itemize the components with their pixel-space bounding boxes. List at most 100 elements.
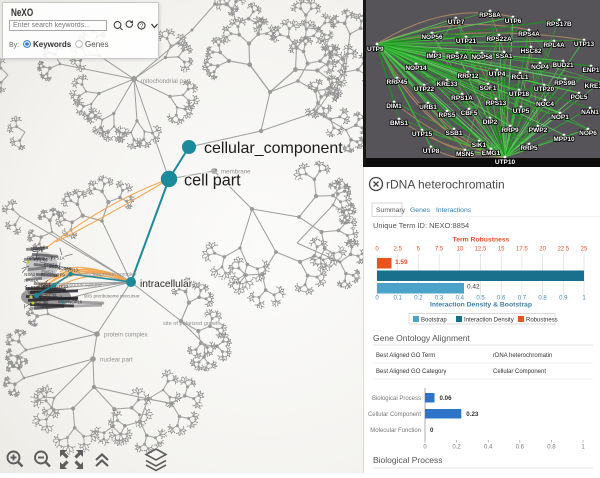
svg-text:Cellular Component: Cellular Component <box>368 412 421 418</box>
svg-text:2.5: 2.5 <box>394 247 403 253</box>
svg-text:NOP4: NOP4 <box>531 64 549 71</box>
svg-text:UTP13: UTP13 <box>574 41 595 48</box>
svg-text:EMG1: EMG1 <box>41 269 54 274</box>
svg-text:0.8: 0.8 <box>547 445 556 451</box>
svg-text:UTP20: UTP20 <box>534 86 555 93</box>
svg-text:UTP21: UTP21 <box>456 38 477 45</box>
svg-text:0.42: 0.42 <box>467 284 480 291</box>
svg-text:12.5: 12.5 <box>475 247 487 253</box>
svg-text:UTP8: UTP8 <box>423 148 440 155</box>
svg-text:IMP3: IMP3 <box>43 257 53 262</box>
svg-text:Bootstrap: Bootstrap <box>421 318 447 324</box>
svg-text:RCL1: RCL1 <box>512 74 529 81</box>
svg-text:Best Aligned GO Category: Best Aligned GO Category <box>376 369 446 375</box>
svg-text:DIP2: DIP2 <box>483 119 498 126</box>
svg-text:SSA1: SSA1 <box>496 53 513 60</box>
svg-text:0: 0 <box>375 247 379 253</box>
svg-text:POL5: POL5 <box>571 94 588 101</box>
svg-text:Summary: Summary <box>376 207 406 214</box>
svg-text:rDNA heterochromatin: rDNA heterochromatin <box>386 178 505 192</box>
svg-text:RPS1A: RPS1A <box>24 278 38 283</box>
svg-text:URB1: URB1 <box>419 104 437 111</box>
svg-text:UTP6: UTP6 <box>505 18 522 25</box>
svg-text:NOP14: NOP14 <box>405 65 427 72</box>
svg-text:KRE33: KRE33 <box>437 81 458 88</box>
svg-text:5: 5 <box>417 247 421 253</box>
svg-text:RPS9B: RPS9B <box>554 80 576 87</box>
svg-text:RPS13: RPS13 <box>486 100 507 107</box>
svg-text:0: 0 <box>423 445 427 451</box>
svg-text:PWP2: PWP2 <box>529 127 548 134</box>
svg-text:NAN1: NAN1 <box>581 109 599 116</box>
svg-text:UTP4: UTP4 <box>489 71 506 78</box>
svg-text:ENP1: ENP1 <box>583 67 600 74</box>
svg-text:RPS22A: RPS22A <box>486 36 512 43</box>
svg-text:0.1: 0.1 <box>394 296 403 302</box>
svg-text:0: 0 <box>375 296 379 302</box>
svg-text:UTP22: UTP22 <box>414 86 435 93</box>
svg-text:UTP9: UTP9 <box>367 46 384 53</box>
svg-text:rDNA heterochromatin: rDNA heterochromatin <box>493 353 552 359</box>
svg-text:SIK1: SIK1 <box>472 142 487 149</box>
svg-text:MSN5: MSN5 <box>456 151 474 158</box>
svg-text:Term Robustness: Term Robustness <box>453 237 510 244</box>
svg-text:17.5: 17.5 <box>516 247 528 253</box>
svg-text:UTP15: UTP15 <box>412 131 433 138</box>
svg-text:0.23: 0.23 <box>466 411 479 418</box>
svg-text:RPS7A: RPS7A <box>446 54 468 61</box>
svg-text:RRP12: RRP12 <box>458 73 479 80</box>
svg-text:0: 0 <box>430 427 434 434</box>
svg-text:1: 1 <box>582 296 586 302</box>
svg-text:0.06: 0.06 <box>440 395 453 402</box>
svg-text:90S preribosome precursor: 90S preribosome precursor <box>84 294 140 299</box>
svg-text:ribosomal subunit: ribosomal subunit <box>61 283 102 289</box>
svg-text:Gene Ontology Alignment: Gene Ontology Alignment <box>373 333 471 343</box>
svg-text:RPS1A: RPS1A <box>51 256 65 261</box>
svg-text:UTP7: UTP7 <box>448 19 465 26</box>
svg-text:intracellular: intracellular <box>140 279 193 290</box>
svg-text:SOF1: SOF1 <box>480 85 497 92</box>
svg-text:RPL4A: RPL4A <box>543 42 565 49</box>
svg-text:NOP58: NOP58 <box>471 54 493 61</box>
svg-text:15: 15 <box>498 247 505 253</box>
svg-text:1: 1 <box>581 445 585 451</box>
svg-text:RPS4A: RPS4A <box>518 31 540 38</box>
svg-text:ribonucleoprotein complex: ribonucleoprotein complex <box>76 272 137 278</box>
svg-text:0.9: 0.9 <box>559 296 568 302</box>
svg-text:NSA2: NSA2 <box>24 272 36 277</box>
svg-text:RPS5: RPS5 <box>439 112 456 119</box>
svg-text:10: 10 <box>456 247 463 253</box>
svg-text:25: 25 <box>581 247 588 253</box>
svg-text:RRP45: RRP45 <box>387 79 408 86</box>
svg-text:22.5: 22.5 <box>557 247 569 253</box>
svg-text:RPS8A: RPS8A <box>479 12 501 19</box>
svg-text:NOP1: NOP1 <box>551 114 569 121</box>
svg-text:UTP10: UTP10 <box>495 159 516 166</box>
svg-text:0.6: 0.6 <box>516 445 525 451</box>
svg-text:0.8: 0.8 <box>538 296 547 302</box>
svg-text:Interaction Density: Interaction Density <box>464 318 514 324</box>
svg-text:Best Aligned GO Term: Best Aligned GO Term <box>376 353 435 359</box>
svg-text:NOP16: NOP16 <box>68 299 82 304</box>
svg-text:Biological Process: Biological Process <box>373 455 442 465</box>
svg-text:DIM1: DIM1 <box>386 103 402 110</box>
svg-text:Cellular Component: Cellular Component <box>493 369 546 375</box>
svg-text:7.5: 7.5 <box>435 247 444 253</box>
svg-text:RPS1A: RPS1A <box>451 95 473 102</box>
svg-text:RPL4A: RPL4A <box>27 256 40 261</box>
svg-text:NOP6: NOP6 <box>579 130 597 137</box>
svg-text:NOP56: NOP56 <box>421 34 443 41</box>
svg-text:Genes: Genes <box>410 207 431 214</box>
svg-text:Robustness: Robustness <box>526 318 558 324</box>
svg-text:EMG1: EMG1 <box>482 150 501 157</box>
svg-text:1.59: 1.59 <box>395 259 408 266</box>
svg-text:UTP5: UTP5 <box>513 108 530 115</box>
svg-text:Interactions: Interactions <box>436 207 472 214</box>
svg-text:HSC82: HSC82 <box>521 48 542 55</box>
svg-text:MPP10: MPP10 <box>553 136 575 143</box>
svg-text:IMP3: IMP3 <box>426 53 442 60</box>
svg-text:site of polarized growth: site of polarized growth <box>163 321 221 327</box>
svg-text:BUD21: BUD21 <box>552 62 574 69</box>
svg-text:mitochondrial part: mitochondrial part <box>141 78 190 85</box>
svg-text:cellular_component: cellular_component <box>204 140 343 157</box>
